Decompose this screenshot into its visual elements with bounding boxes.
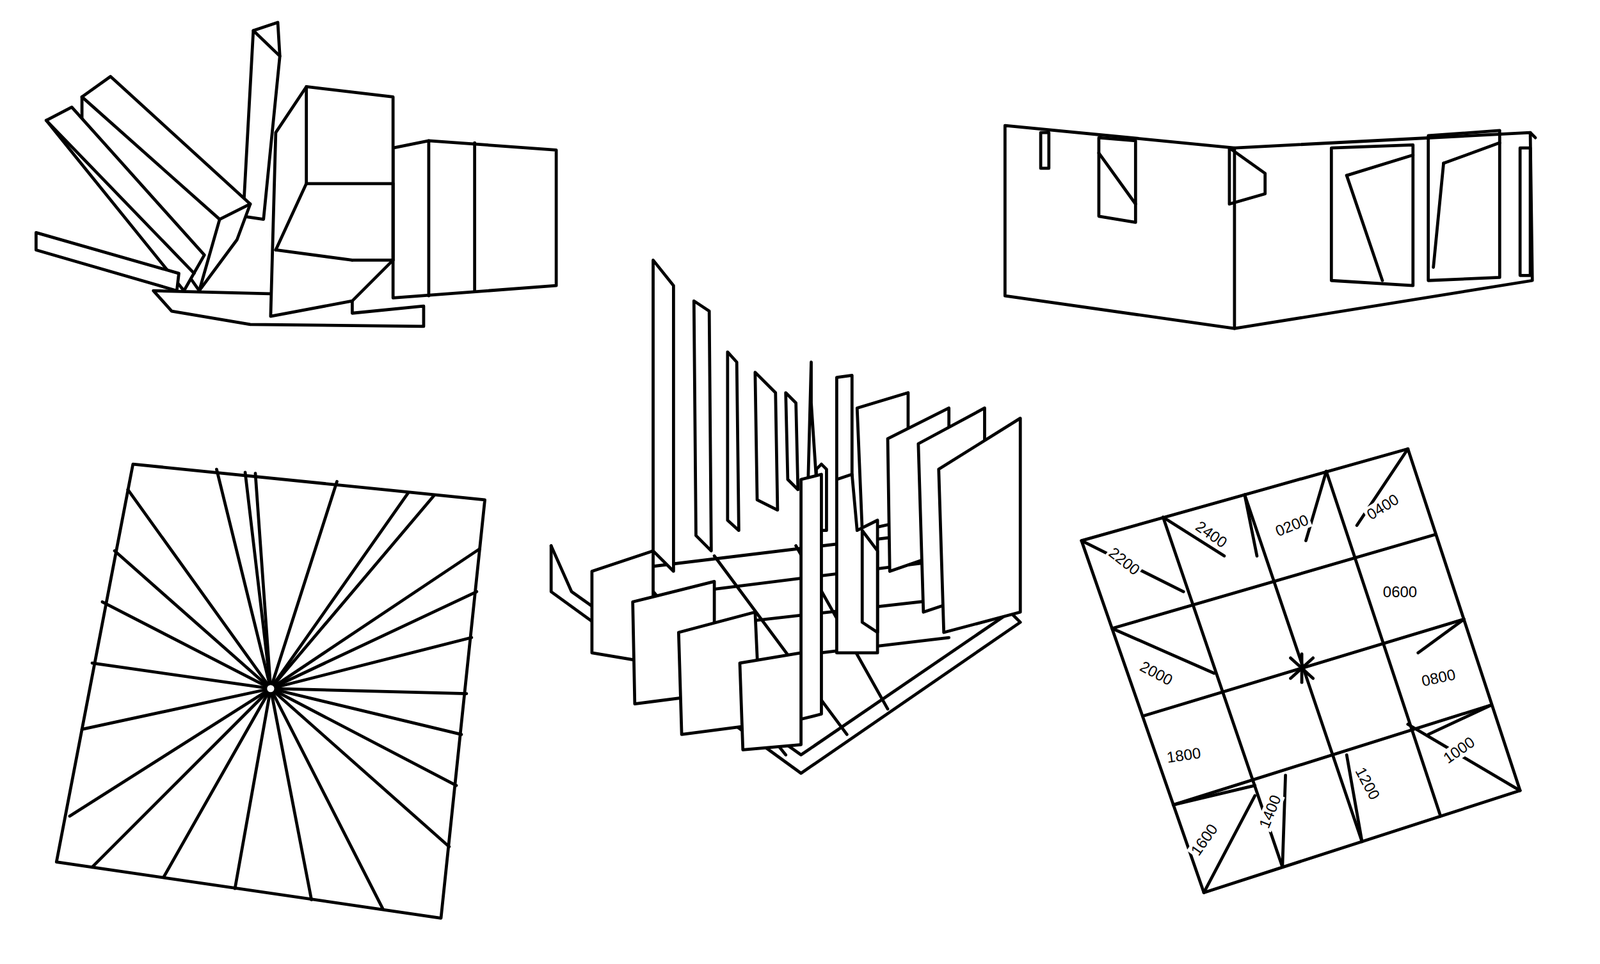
time-label: 1200 — [1351, 762, 1384, 805]
radiating-boxes — [35, 22, 557, 327]
time-label: 1600 — [1186, 819, 1222, 861]
box-with-windows — [1004, 125, 1536, 329]
radial-plan — [56, 464, 485, 918]
time-label: 0600 — [1381, 583, 1419, 601]
time-label: 2200 — [1104, 542, 1145, 580]
time-label: 0400 — [1361, 490, 1403, 525]
fin-model — [551, 259, 1021, 774]
time-label: 2000 — [1135, 657, 1177, 690]
clock-plan — [1081, 448, 1520, 893]
time-label: 1800 — [1163, 744, 1204, 767]
time-label: 0800 — [1418, 665, 1459, 690]
